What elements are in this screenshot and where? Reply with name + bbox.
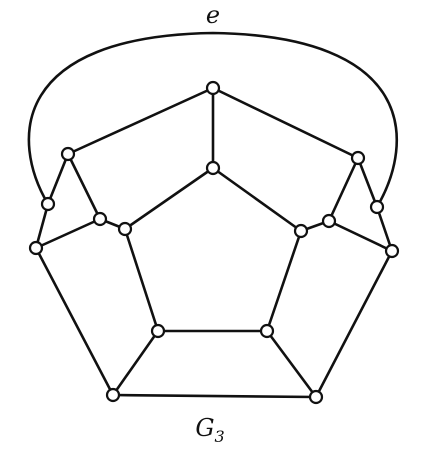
- edge-left-mid-left-outer: [34, 202, 50, 250]
- vertex-right-upper: [350, 150, 366, 166]
- vertex-left-outer: [28, 240, 44, 256]
- edge-label: e: [206, 1, 220, 29]
- vertex-top: [205, 80, 221, 96]
- vertex-right-mid: [369, 199, 385, 215]
- vertex-bottom-right: [259, 323, 275, 339]
- edge-bottom-right-base-right: [265, 329, 318, 399]
- edge-inner-right-bottom-right: [265, 229, 303, 333]
- vertex-base-left: [105, 387, 121, 403]
- edge-inner-left-bottom-left: [123, 227, 160, 333]
- edge-right-outer-right-inner: [327, 219, 394, 253]
- edge-right-upper-right-mid: [356, 156, 379, 209]
- edge-inner-top-inner-left: [123, 166, 215, 231]
- vertex-right-outer: [384, 243, 400, 259]
- vertex-bottom-left: [150, 323, 166, 339]
- edge-left-upper-left-inner: [66, 152, 102, 221]
- vertex-inner-right: [293, 223, 309, 239]
- graph-name-base: G: [195, 414, 214, 442]
- edge-inner-top-inner-right: [211, 166, 303, 233]
- curved-edge-e: [27, 31, 399, 209]
- edge-bottom-left-base-left: [111, 329, 160, 397]
- edge-right-upper-right-inner: [327, 156, 360, 223]
- edge-left-upper-left-mid: [46, 152, 70, 206]
- edge-left-outer-base-left: [34, 246, 115, 397]
- graph-name-subscript: 3: [214, 427, 224, 446]
- vertex-right-inner: [321, 213, 337, 229]
- edge-top-right-upper: [211, 86, 360, 160]
- vertex-base-right: [308, 389, 324, 405]
- vertex-inner-left: [117, 221, 133, 237]
- edge-left-outer-left-inner: [34, 217, 102, 250]
- vertex-left-mid: [40, 196, 56, 212]
- edge-right-outer-base-right: [314, 249, 394, 399]
- edge-base-left-base-right: [111, 393, 318, 399]
- vertex-left-upper: [60, 146, 76, 162]
- graph-name: G3: [195, 414, 224, 446]
- vertices: [28, 80, 400, 405]
- edge-right-mid-right-outer: [375, 205, 394, 253]
- vertex-inner-top: [205, 160, 221, 176]
- edge-top-left-upper: [66, 86, 215, 156]
- vertex-left-inner: [92, 211, 108, 227]
